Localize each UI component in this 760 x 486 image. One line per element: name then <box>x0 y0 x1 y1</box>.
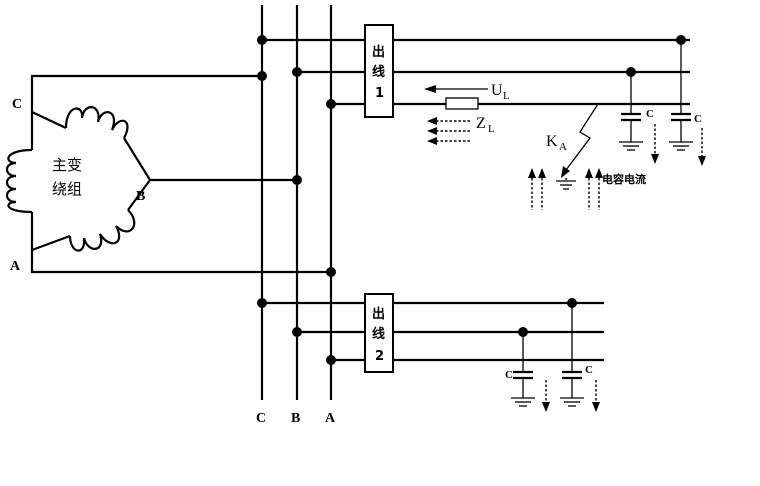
terminal-label-c: C <box>12 97 22 112</box>
dashed-arrow-head-icon <box>427 137 437 145</box>
dashed-arrow-head-icon <box>542 402 550 412</box>
terminal-label-b: B <box>136 189 145 204</box>
capacitor-label: C <box>505 369 513 381</box>
junction-dot <box>257 35 267 45</box>
feeder-2: 出 线 2 <box>262 293 604 373</box>
feeder2-capacitor-right: C <box>560 303 600 412</box>
winding-wire-b-top <box>123 137 151 181</box>
feeder1-label-line3: 1 <box>375 86 384 101</box>
junction-dot <box>326 267 336 277</box>
dashed-arrow-head-icon <box>538 168 546 178</box>
junction-dot <box>292 327 302 337</box>
junction-dot <box>257 298 267 308</box>
dashed-arrow-head-icon <box>595 168 603 178</box>
junction-dot <box>292 175 302 185</box>
capacitor-label: C <box>694 113 702 125</box>
feeder1-box <box>364 24 394 118</box>
winding-wire-b-bottom <box>127 179 151 211</box>
impedance-label: Z <box>476 115 486 132</box>
feeder2-label-line1: 出 <box>372 306 385 322</box>
voltage-label-sub: L <box>503 90 510 102</box>
lead-phase-a <box>30 250 331 274</box>
transformer-label-line1: 主变 <box>52 156 82 174</box>
feeder2-capacitor-left: C <box>505 332 550 412</box>
dashed-arrow-head-icon <box>528 168 536 178</box>
capacitor-label: C <box>585 364 593 376</box>
dashed-arrow-head-icon <box>427 117 437 125</box>
winding-coil-cb <box>64 106 129 139</box>
winding-coil-ca <box>5 148 33 214</box>
feeder1-annotations: U L Z L K A 电容电流 <box>424 82 646 210</box>
lead-phase-c <box>30 74 262 112</box>
feeder2-label-line3: 2 <box>375 349 384 364</box>
capacitor-label: C <box>646 108 654 120</box>
main-transformer-winding: 主变 绕组 C B A <box>5 97 151 274</box>
dashed-arrow-head-icon <box>651 154 659 164</box>
winding-wire-c-top <box>31 111 67 129</box>
feeder1-label-line2: 线 <box>372 64 385 80</box>
fault-arrow-head-icon <box>561 166 570 178</box>
junction-dot <box>326 355 336 365</box>
junction-dot <box>326 99 336 109</box>
feeder2-box <box>364 293 394 373</box>
junction-dot <box>257 71 267 81</box>
feeder1-capacitor-left: C <box>619 72 659 164</box>
feeder-1: 出 线 1 <box>262 24 690 118</box>
transformer-label-line2: 绕组 <box>52 180 82 198</box>
busbar-label-b: B <box>291 411 300 426</box>
voltage-arrow-head-icon <box>424 85 436 93</box>
winding-wire-a-bottom <box>31 234 71 252</box>
busbar-label-c: C <box>256 411 266 426</box>
transformer-leads <box>30 74 331 274</box>
feeder2-label-line2: 线 <box>372 326 385 342</box>
dashed-arrow-head-icon <box>592 402 600 412</box>
dashed-arrow-head-icon <box>427 127 437 135</box>
capacitive-current-label: 电容电流 <box>602 172 646 186</box>
fault-label-sub: A <box>559 141 567 153</box>
dashed-arrow-head-icon <box>585 168 593 178</box>
junction-dots <box>257 35 686 365</box>
busbar-label-a: A <box>325 411 336 426</box>
terminal-label-a: A <box>10 259 21 274</box>
feeder1-capacitor-right: C <box>669 40 706 166</box>
feeder1-label-line1: 出 <box>372 44 385 60</box>
dashed-arrow-head-icon <box>698 156 706 166</box>
fault-label: K <box>546 133 558 150</box>
fault-zigzag <box>565 103 599 171</box>
impedance-label-sub: L <box>488 123 495 135</box>
junction-dot <box>292 67 302 77</box>
voltage-label: U <box>491 82 503 99</box>
impedance-element <box>445 97 479 110</box>
winding-coil-ba <box>68 209 136 252</box>
